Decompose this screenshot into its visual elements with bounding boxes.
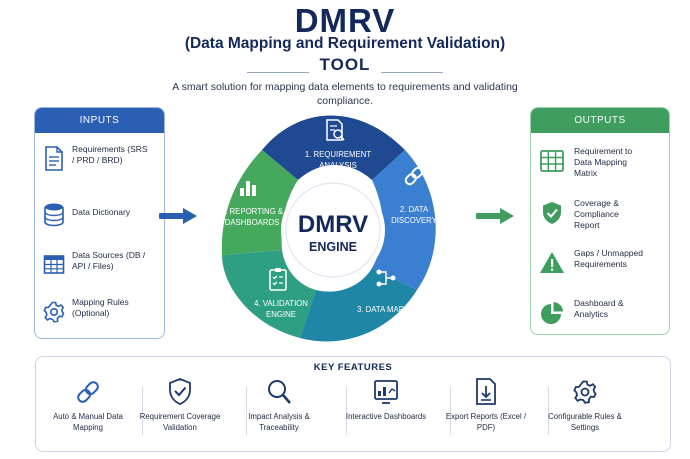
engine-title: DMRV: [298, 211, 368, 238]
feature-label: Auto & Manual Data Mapping: [53, 412, 123, 432]
segment-data-mapping: [300, 268, 417, 342]
checklist-icon: [269, 268, 287, 291]
output-label: Gaps / Unmapped Requirements: [574, 248, 643, 269]
table-icon: [43, 255, 65, 274]
feature-export-reports: Export Reports (Excel / PDF): [436, 377, 536, 447]
segment-reporting-dashboards: [221, 150, 298, 255]
document-icon: [45, 146, 63, 171]
input-label: Data Dictionary: [72, 207, 131, 217]
database-icon: [44, 203, 64, 227]
warning-icon: [540, 252, 564, 273]
key-features-heading: KEY FEATURES: [313, 362, 393, 373]
divider: [246, 387, 247, 435]
feature-label: Requirement Coverage Validation: [139, 412, 221, 432]
divider: [381, 72, 443, 73]
bar-chart-icon: [240, 181, 256, 196]
inputs-panel: INPUTS Requirements (SRS / PRD / BRD) Da…: [34, 107, 165, 339]
magnifier-document-icon: [326, 119, 345, 141]
output-item-dashboard: Dashboard & Analytics: [531, 294, 669, 334]
input-label: Data Sources (DB / API / Files): [72, 250, 146, 271]
output-label: Requirement to Data Mapping Matrix: [574, 146, 633, 178]
output-label: Dashboard & Analytics: [574, 298, 624, 319]
grid-icon: [540, 150, 564, 172]
output-item-matrix: Requirement to Data Mapping Matrix: [531, 142, 669, 182]
segment-data-discovery: [372, 150, 436, 290]
divider: [142, 387, 143, 435]
input-item-mapping-rules: Mapping Rules (Optional): [35, 293, 164, 333]
divider: [346, 387, 347, 435]
key-features-panel: KEY FEATURES Auto & Manual Data Mapping …: [35, 356, 671, 452]
input-item-requirements: Requirements (SRS / PRD / BRD): [35, 140, 164, 180]
outputs-heading: OUTPUTS: [531, 108, 669, 133]
mapping-icon: [376, 269, 396, 287]
input-label: Requirements (SRS / PRD / BRD): [72, 144, 148, 165]
input-item-data-dictionary: Data Dictionary: [35, 196, 164, 236]
input-item-data-sources: Data Sources (DB / API / Files): [35, 246, 164, 286]
feature-label: Configurable Rules & Settings: [548, 412, 622, 432]
step-label-5: 5. REPORTING &DASHBOARDS: [221, 207, 284, 227]
arrow-right-icon: [476, 208, 514, 224]
engine-center: [281, 178, 385, 282]
divider: [548, 387, 549, 435]
tool-label: TOOL: [319, 55, 371, 74]
link-icon: [404, 166, 424, 186]
export-icon: [476, 378, 496, 405]
gear-icon: [573, 380, 597, 404]
feature-label: Export Reports (Excel / PDF): [445, 412, 527, 432]
page-title: DMRV: [294, 2, 396, 39]
feature-requirement-coverage: Requirement Coverage Validation: [130, 377, 230, 447]
input-label: Mapping Rules (Optional): [72, 297, 129, 318]
engine-center-ring: [285, 182, 381, 278]
gear-icon: [43, 301, 65, 323]
feature-auto-manual-mapping: Auto & Manual Data Mapping: [38, 377, 138, 447]
feature-impact-analysis: Impact Analysis & Traceability: [229, 377, 329, 447]
divider: [450, 387, 451, 435]
divider: [247, 72, 309, 73]
engine-subtitle: ENGINE: [309, 240, 357, 254]
segment-validation-engine: [222, 250, 316, 338]
tagline: A smart solution for mapping data elemen…: [172, 81, 518, 107]
pie-chart-icon: [541, 302, 563, 324]
step-label-3: 3. DATA MAPPING: [357, 305, 423, 314]
outputs-panel: OUTPUTS Requirement to Data Mapping Matr…: [530, 107, 670, 335]
feature-configurable-rules: Configurable Rules & Settings: [535, 377, 635, 447]
feature-label: Interactive Dashboards: [345, 412, 427, 421]
inputs-heading: INPUTS: [35, 108, 164, 133]
dashboard-icon: [374, 380, 398, 404]
shield-check-icon: [169, 378, 191, 405]
engine-segments: [221, 115, 436, 342]
link-icon: [77, 381, 99, 403]
output-item-gaps: Gaps / Unmapped Requirements: [531, 244, 669, 284]
feature-label: Impact Analysis & Traceability: [248, 412, 310, 432]
page-subtitle: (Data Mapping and Requirement Validation…: [184, 35, 506, 52]
search-icon: [268, 380, 291, 404]
segment-requirement-analysis: [262, 115, 405, 180]
feature-interactive-dashboards: Interactive Dashboards: [336, 377, 436, 447]
shield-check-icon: [543, 202, 561, 224]
arrow-right-icon: [159, 208, 197, 224]
output-item-coverage-report: Coverage & Compliance Report: [531, 194, 669, 234]
output-label: Coverage & Compliance Report: [574, 198, 619, 230]
